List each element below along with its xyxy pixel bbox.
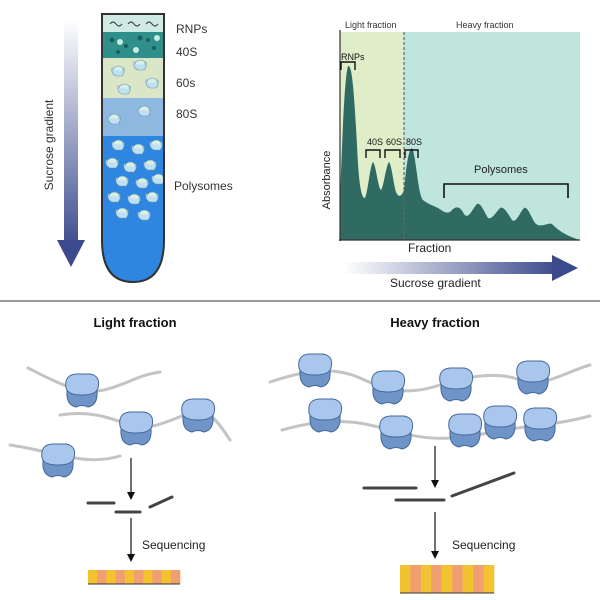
sucrose-gradient-right-arrow <box>344 255 578 281</box>
light-fragments <box>86 495 174 514</box>
barcode-stripe <box>441 565 448 593</box>
barcode-stripe <box>431 565 437 593</box>
barcode-stripe <box>88 570 93 584</box>
absorbance-curve <box>340 65 580 240</box>
heavy-sequencing-barcode <box>400 565 495 594</box>
barcode-stripe <box>92 570 98 584</box>
light-down-arrow-2 <box>127 518 135 562</box>
tube-label-rnps: RNPs <box>176 22 207 36</box>
barcode-stripe <box>120 570 126 584</box>
polysomes-peak-label: Polysomes <box>474 164 528 176</box>
heavy-fraction-title: Heavy fraction <box>390 315 480 330</box>
barcode-stripe <box>483 565 490 593</box>
y-axis-label: Absorbance <box>321 151 333 210</box>
polysomes-bracket <box>443 183 569 198</box>
barcode-stripe <box>101 570 107 584</box>
barcode-stripe <box>143 570 149 584</box>
rnps-peak-label: RNPs <box>341 52 365 62</box>
tube-label-polysomes: Polysomes <box>174 179 233 193</box>
barcode-stripe <box>134 570 139 584</box>
barcode-stripe <box>170 570 176 584</box>
barcode-stripe <box>426 565 432 593</box>
barcode-stripe <box>166 570 172 584</box>
tube-label-80s: 80S <box>176 107 197 121</box>
barcode-stripe <box>161 570 167 584</box>
heavy-ribosomes <box>298 353 558 450</box>
barcode-stripe <box>124 570 130 584</box>
light-fraction-title: Light fraction <box>93 315 176 330</box>
barcode-stripe <box>97 570 103 584</box>
barcode-stripe <box>147 570 153 584</box>
sucrose-gradient-down-arrow <box>57 20 85 267</box>
sequencing-label-left: Sequencing <box>142 538 205 552</box>
barcode-stripe <box>410 565 416 593</box>
barcode-stripe <box>436 565 443 593</box>
barcode-stripe <box>138 570 144 584</box>
heavy-fragments <box>362 471 516 502</box>
barcode-stripe <box>157 570 162 584</box>
heavy-down-arrow-1 <box>431 446 439 488</box>
barcode-stripe <box>415 565 422 593</box>
barcode-stripe <box>462 565 469 593</box>
barcode-stripe <box>457 565 463 593</box>
barcode-stripe <box>473 565 479 593</box>
barcode-stripe <box>129 570 135 584</box>
barcode-stripe <box>106 570 112 584</box>
barcode-stripe <box>111 570 116 584</box>
centrifuge-tube <box>101 13 165 284</box>
barcode-stripe <box>175 570 181 584</box>
peak-label-40s: 40S <box>367 137 383 147</box>
tube-gradient-label: Sucrose gradient <box>42 99 56 190</box>
barcode-stripe <box>115 570 121 584</box>
rnps-bracket <box>340 61 356 70</box>
heavy-fraction-label: Heavy fraction <box>456 20 514 30</box>
barcode-stripe <box>467 565 474 593</box>
x-axis-label: Fraction <box>408 241 451 255</box>
barcode-stripe <box>452 565 458 593</box>
barcode-stripe <box>447 565 453 593</box>
light-fraction-label: Light fraction <box>345 20 397 30</box>
light-down-arrow-1 <box>127 458 135 500</box>
subunit-brackets <box>365 149 419 158</box>
light-ribosomes <box>41 373 216 478</box>
peak-label-80s: 80S <box>406 137 422 147</box>
tube-label-60s: 60s <box>176 76 195 90</box>
barcode-stripe <box>405 565 411 593</box>
light-sequencing-barcode <box>88 570 181 585</box>
profile-chart <box>339 30 580 241</box>
barcode-stripe <box>478 565 484 593</box>
heavy-down-arrow-2 <box>431 512 439 559</box>
sequencing-label-right: Sequencing <box>452 538 515 552</box>
tube-label-40s: 40S <box>176 45 197 59</box>
barcode-stripe <box>488 565 495 593</box>
profile-gradient-label: Sucrose gradient <box>390 276 481 290</box>
barcode-stripe <box>400 565 406 593</box>
heavy-fraction-region <box>404 32 580 240</box>
barcode-stripe <box>420 565 427 593</box>
barcode-stripe <box>152 570 158 584</box>
peak-label-60s: 60S <box>386 137 402 147</box>
